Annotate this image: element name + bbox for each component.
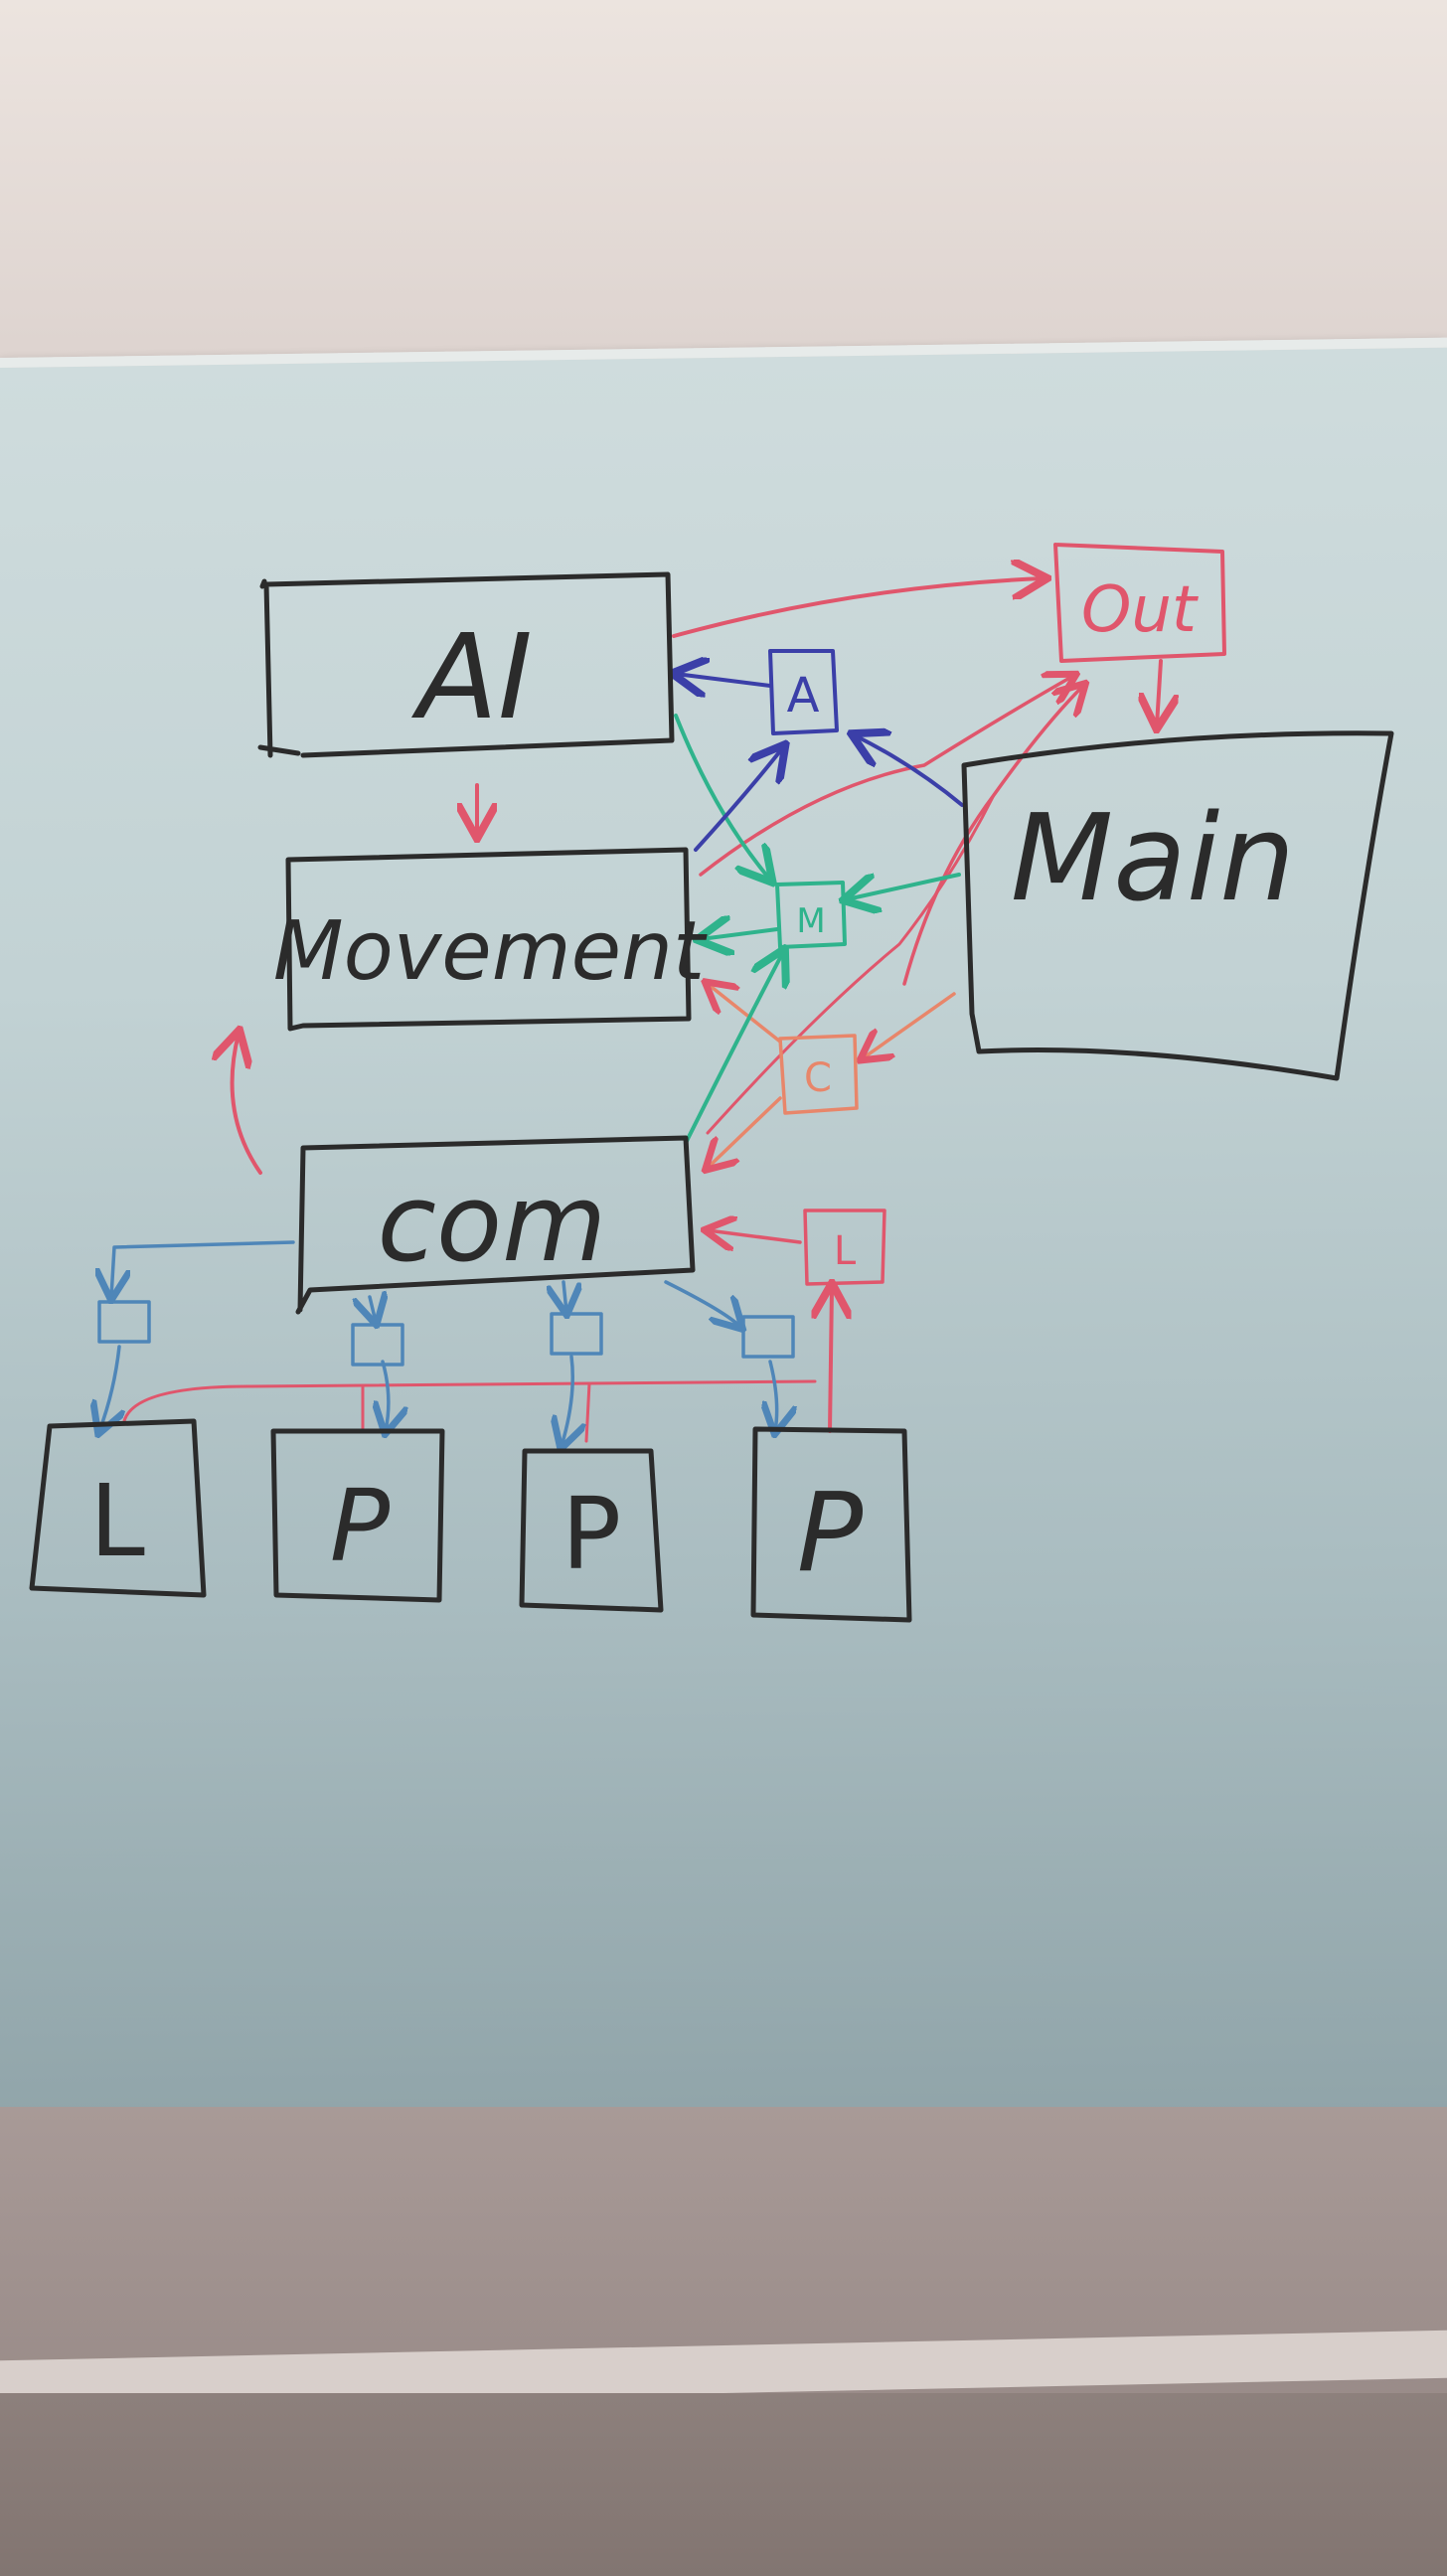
arrow-l-to-com (708, 1230, 802, 1242)
box-m-small (775, 881, 847, 949)
arrow-c-to-movement (708, 984, 782, 1044)
box-leaf-4 (750, 1426, 912, 1623)
arrow-p4-to-l (830, 1287, 832, 1433)
label-a-small: A (787, 668, 820, 724)
blue-com-to-buf4 (664, 1280, 740, 1327)
arrow-com-to-m (684, 952, 783, 1145)
arrow-m-to-movement (701, 929, 779, 939)
blue-com-to-buf3 (563, 1280, 566, 1312)
red-bus-line (122, 1379, 817, 1423)
blue-buf2-to-p1 (383, 1360, 389, 1431)
arrow-main-to-m (847, 873, 961, 899)
buffer-1 (97, 1300, 151, 1344)
box-movement (285, 847, 692, 1032)
label-c-small: C (804, 1055, 832, 1101)
box-ai (257, 571, 675, 758)
label-movement: Movement (273, 904, 708, 999)
buffer-3 (550, 1312, 603, 1356)
blue-buf4-to-p3 (770, 1360, 777, 1431)
blue-com-to-buf2 (370, 1297, 376, 1322)
label-m-small: M (796, 901, 825, 941)
blue-buf1-to-l (99, 1345, 119, 1431)
arrow-ai-to-out (672, 578, 1044, 638)
arrow-movement-to-out (699, 676, 1073, 877)
label-leaf-2: P (330, 1468, 391, 1584)
wall-top (0, 0, 1447, 370)
buffer-4 (741, 1315, 795, 1359)
label-main: Main (1011, 790, 1295, 928)
arrow-main-to-a (855, 735, 964, 807)
label-leaf-4: P (797, 1469, 864, 1596)
arrow-com-to-movement (233, 1034, 262, 1175)
red-bus-drop-3 (584, 1381, 591, 1443)
box-leaf-3 (519, 1448, 664, 1613)
label-com: com (378, 1162, 607, 1286)
box-a-small (768, 649, 839, 735)
label-out: Out (1081, 573, 1200, 647)
box-l-small (803, 1208, 886, 1286)
box-leaf-1 (29, 1418, 207, 1598)
label-ai: AI (410, 608, 533, 745)
arrow-ai-to-m (674, 714, 770, 880)
box-c-small (778, 1034, 859, 1115)
box-out (1053, 543, 1226, 663)
box-com (295, 1135, 696, 1315)
arrow-out-to-main (1157, 659, 1161, 725)
arrow-movement-to-a (694, 747, 783, 852)
arrow-main-to-c (863, 992, 956, 1058)
blue-com-to-buf1 (111, 1240, 295, 1297)
label-leaf-1: L (89, 1463, 145, 1579)
arrow-a-to-ai (676, 674, 772, 686)
floor (0, 2393, 1447, 2576)
buffer-2 (351, 1323, 404, 1367)
arrow-c-to-com (708, 1096, 782, 1168)
blue-buf3-to-p2 (562, 1355, 572, 1446)
box-leaf-2 (270, 1428, 445, 1603)
box-main (961, 730, 1394, 1081)
label-leaf-3: P (562, 1476, 621, 1592)
label-l-small: L (834, 1228, 857, 1274)
arrow-com-to-out (706, 793, 996, 1135)
